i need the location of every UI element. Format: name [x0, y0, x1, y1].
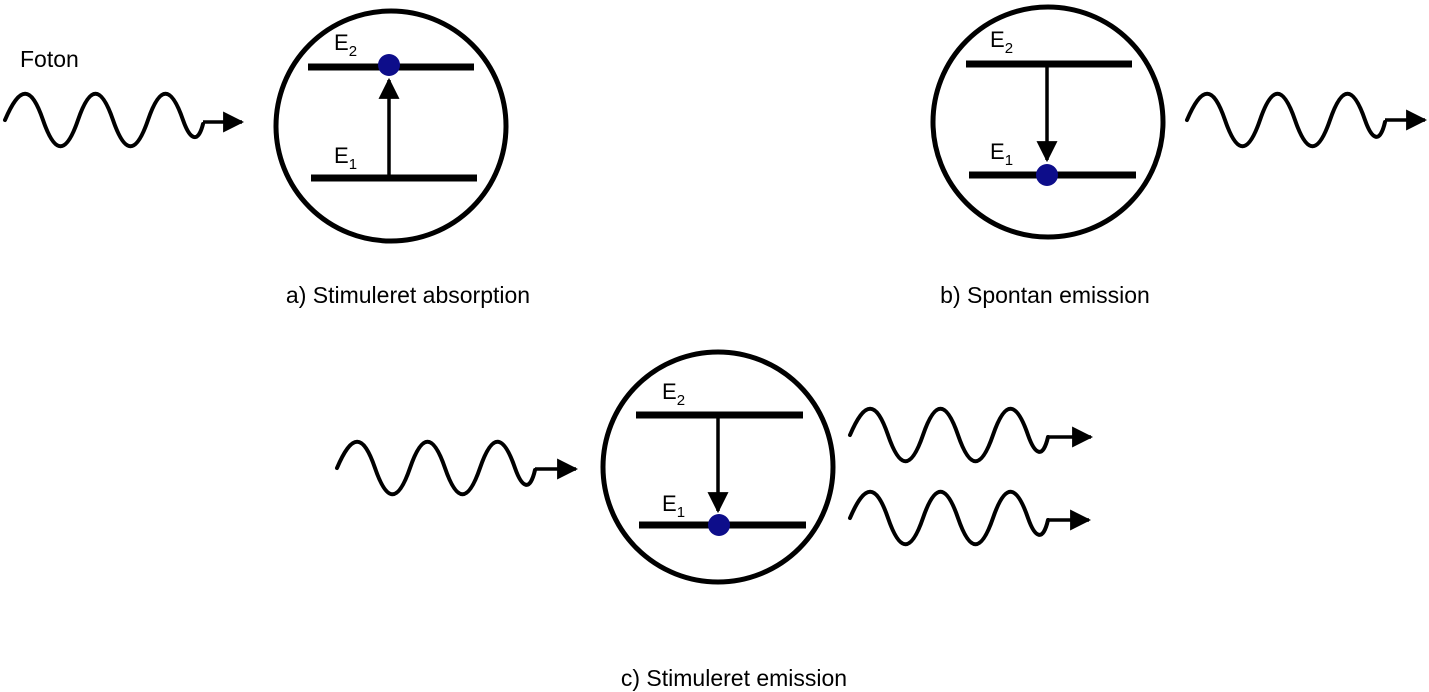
- level-e1-label: E1: [990, 139, 1013, 169]
- panel-c: E2 E1 c) Stimuleret emission: [335, 349, 1094, 691]
- panel-a: E2 E1 a) Stimuleret absorption: [3, 8, 530, 308]
- electron: [708, 514, 730, 536]
- emitted-photon-wave-1: [848, 406, 1050, 464]
- caption-a: a) Stimuleret absorption: [286, 282, 530, 308]
- incoming-photon-wave: [3, 91, 205, 149]
- level-e2-label: E2: [990, 27, 1013, 57]
- panel-b: E2 E1 b) Spontan emission: [930, 4, 1428, 308]
- caption-b: b) Spontan emission: [940, 282, 1150, 308]
- level-e2-label: E2: [662, 379, 685, 409]
- electron: [378, 54, 400, 76]
- electron: [1036, 164, 1058, 186]
- level-e1-label: E1: [334, 143, 357, 173]
- level-e2-label: E2: [334, 30, 357, 60]
- level-e1-label: E1: [662, 491, 685, 521]
- emitted-photon-wave: [1185, 91, 1387, 149]
- atom-circle: [930, 4, 1166, 240]
- atom-circle: [273, 8, 509, 244]
- photon-label: Foton: [20, 46, 79, 72]
- caption-c: c) Stimuleret emission: [621, 665, 847, 691]
- emitted-photon-wave-2: [848, 489, 1050, 547]
- incoming-photon-wave: [335, 439, 537, 497]
- atom-circle: [600, 349, 836, 585]
